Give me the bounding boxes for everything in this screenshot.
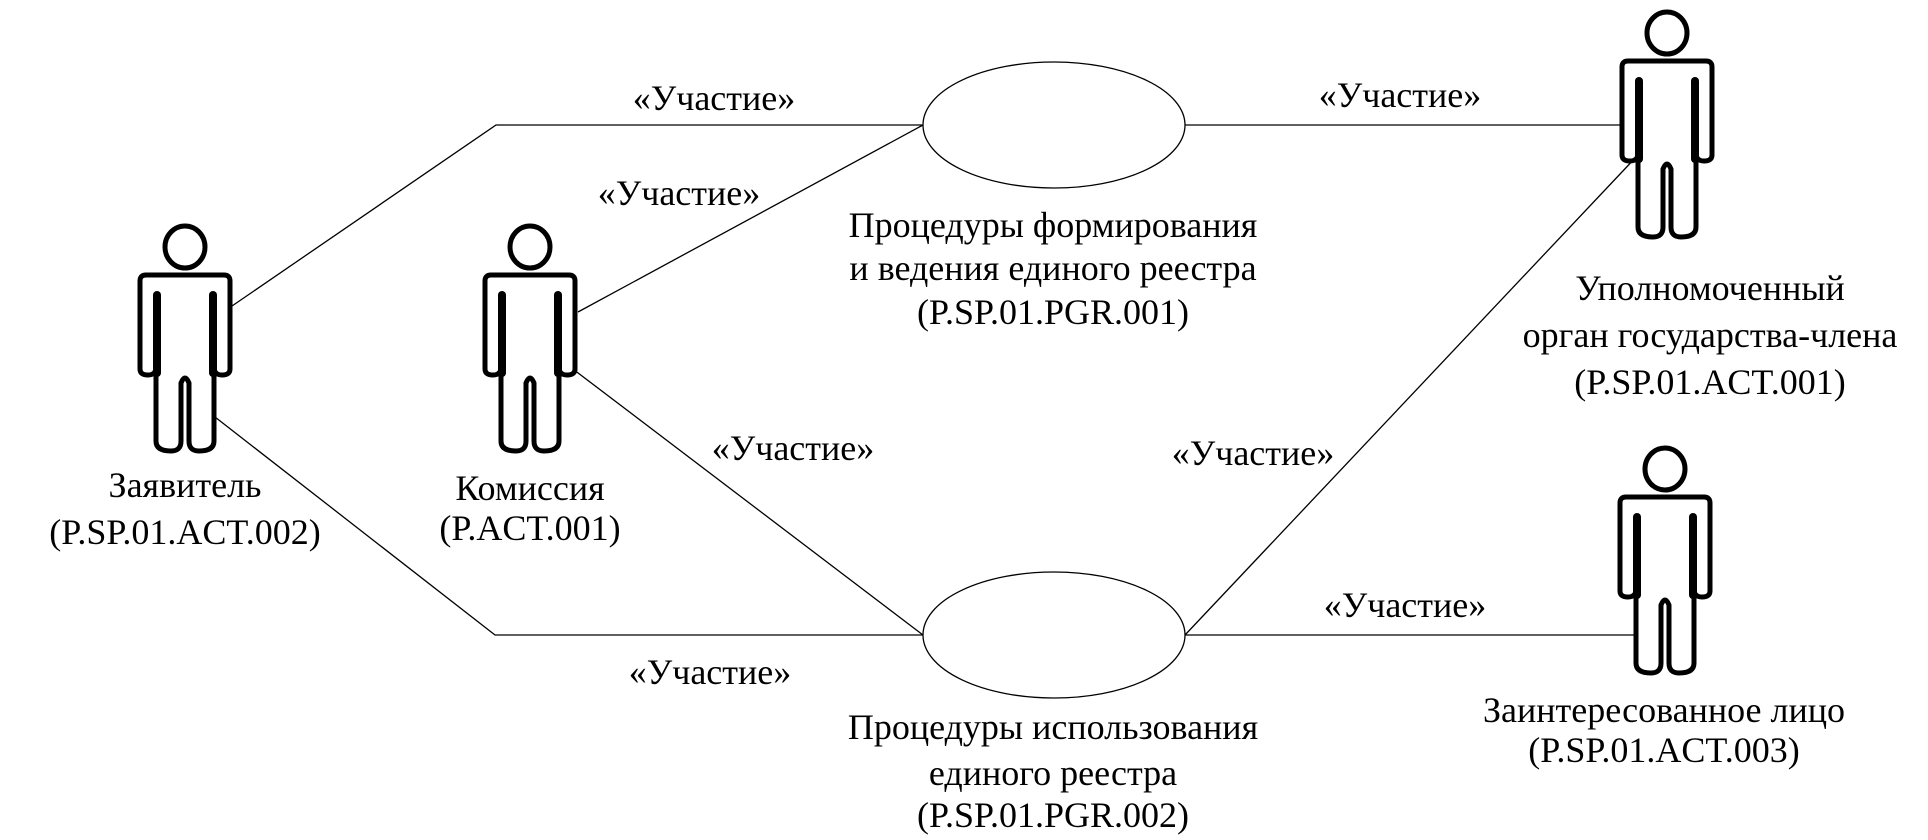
actor-applicant[interactable]: Заявитель (P.SP.01.ACT.002)	[49, 223, 321, 552]
use-case-label-line: и ведения единого реестра	[849, 248, 1256, 288]
actor-body	[137, 272, 233, 454]
use-case-label-line: единого реестра	[929, 753, 1177, 793]
use-case-uc1[interactable]: Процедуры формирования и ведения единого…	[849, 61, 1258, 332]
actor-commission[interactable]: Комиссия (P.ACT.001)	[439, 223, 621, 548]
association-label-uc1-authority: «Участие»	[1319, 75, 1482, 115]
association-commission-uc1	[577, 124, 924, 313]
associations	[214, 124, 1639, 636]
actor-name: Комиссия	[455, 468, 604, 508]
association-label-commission-uc1: «Участие»	[598, 173, 761, 213]
association-label-applicant-uc1: «Участие»	[633, 78, 796, 118]
actor-code: (P.SP.01.ACT.003)	[1528, 730, 1799, 770]
association-label-uc2-authority: «Участие»	[1172, 433, 1335, 473]
actor-head	[162, 223, 208, 271]
actor-body	[1617, 494, 1713, 676]
actor-name: Заинтересованное лицо	[1483, 690, 1845, 730]
association-commission-uc2	[560, 359, 924, 636]
actor-figure-icon	[137, 223, 233, 454]
actor-figure-icon	[482, 223, 578, 454]
actor-head	[507, 223, 553, 271]
use-case-label-line: Процедуры использования	[848, 707, 1258, 747]
actor-name: Заявитель	[109, 465, 262, 505]
association-label-applicant-uc2: «Участие»	[629, 652, 792, 692]
association-applicant-uc1	[231, 124, 923, 307]
actor-figure-icon	[1617, 445, 1713, 676]
actor-name: орган государства-члена	[1523, 315, 1898, 355]
actor-body	[482, 272, 578, 454]
actor-interested[interactable]: Заинтересованное лицо (P.SP.01.ACT.003)	[1483, 445, 1845, 770]
use-case-label-line: Процедуры формирования	[849, 205, 1258, 245]
association-applicant-uc2	[214, 416, 923, 636]
association-label-commission-uc2: «Участие»	[712, 428, 875, 468]
actor-code: (P.SP.01.ACT.001)	[1574, 362, 1845, 402]
actor-head	[1644, 9, 1690, 57]
actor-figure-icon	[1619, 9, 1715, 240]
use-case-uc2[interactable]: Процедуры использования единого реестра …	[848, 571, 1258, 835]
actor-code: (P.SP.01.ACT.002)	[49, 512, 320, 552]
actor-body	[1619, 58, 1715, 240]
actor-head	[1642, 445, 1688, 493]
association-label-uc2-interested: «Участие»	[1324, 585, 1487, 625]
association-uc2-authority	[1184, 154, 1639, 636]
actor-authority[interactable]: Уполномоченный орган государства-члена (…	[1523, 9, 1898, 402]
use-case-ellipse[interactable]	[922, 61, 1186, 189]
use-case-code: (P.SP.01.PGR.002)	[917, 795, 1189, 835]
use-case-ellipse[interactable]	[922, 571, 1186, 699]
actor-code: (P.ACT.001)	[439, 508, 620, 548]
actor-name: Уполномоченный	[1575, 268, 1845, 308]
association-labels: «Участие» «Участие» «Участие» «Участие» …	[598, 75, 1487, 692]
use-case-code: (P.SP.01.PGR.001)	[917, 292, 1189, 332]
